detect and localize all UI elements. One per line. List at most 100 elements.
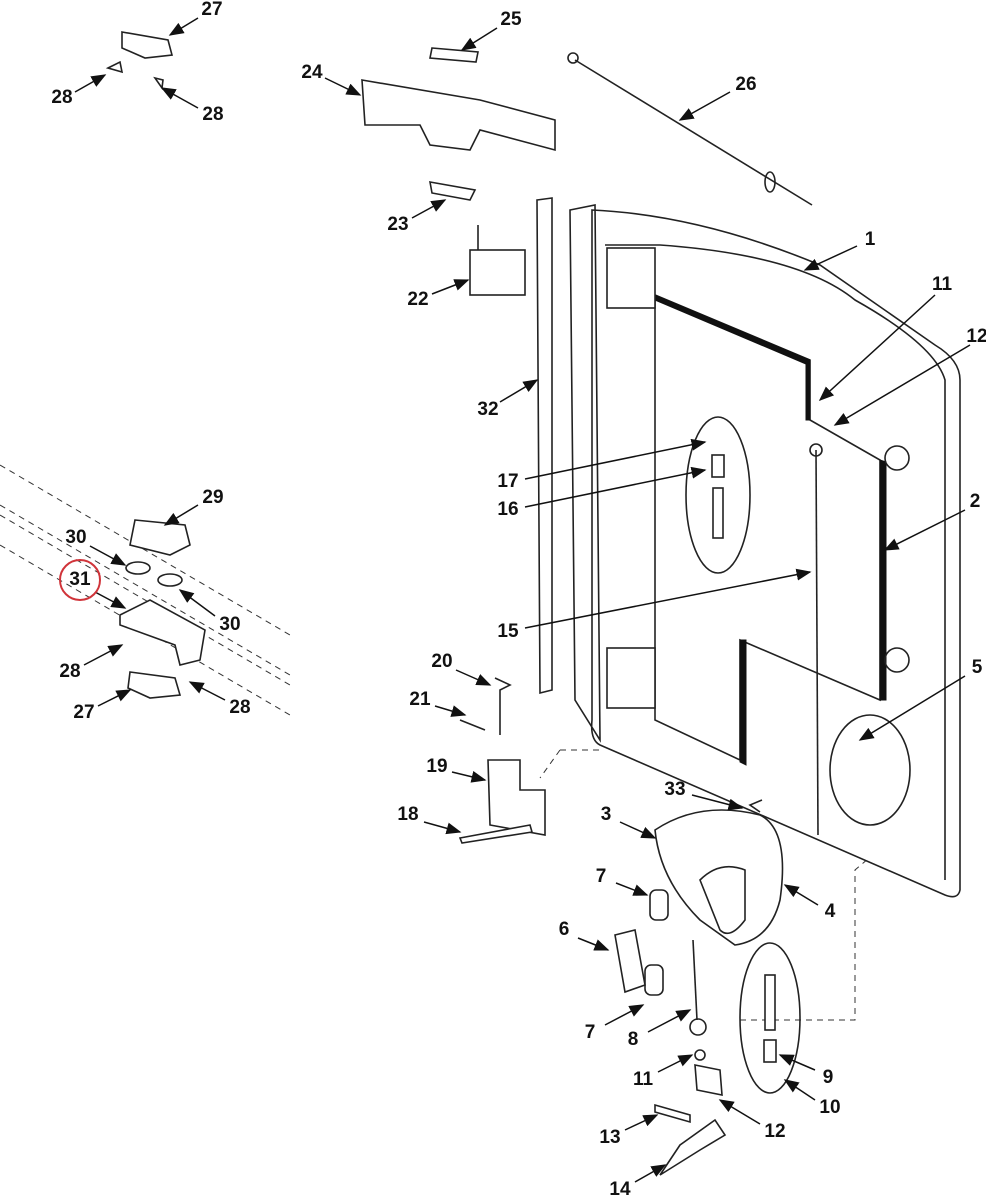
callout-19: 19 — [426, 756, 487, 783]
callout-arrow — [83, 644, 124, 666]
callout-13: 13 — [599, 1114, 659, 1148]
part-number-label: 12 — [764, 1121, 785, 1142]
detail-oval-lower — [739, 942, 801, 1094]
part-number-label: 24 — [301, 62, 323, 83]
part-23 — [429, 181, 477, 201]
pin-detail-lower — [763, 974, 777, 1063]
part-27-lower — [127, 671, 182, 699]
part-number-label: 8 — [628, 1029, 639, 1050]
callout-18: 18 — [397, 804, 462, 835]
callout-arrow — [168, 17, 199, 36]
callout-15: 15 — [497, 568, 812, 642]
callout-arrow — [883, 509, 966, 551]
callout-14: 14 — [609, 1164, 667, 1200]
part-number-label: 28 — [229, 697, 250, 718]
part-number-label: 22 — [407, 289, 428, 310]
part-number-label: 11 — [932, 274, 953, 295]
callout-arrow — [778, 1054, 816, 1071]
callout-24: 24 — [301, 62, 362, 96]
callout-arrow — [803, 245, 858, 271]
part-number-label: 18 — [397, 804, 418, 825]
callout-17: 17 — [497, 438, 707, 492]
callout-arrow — [499, 379, 539, 403]
callout-12: 12 — [833, 326, 986, 426]
callout-12: 12 — [718, 1099, 786, 1142]
clip-28a — [105, 60, 124, 74]
spring-14 — [659, 1118, 727, 1176]
part-number-label: 16 — [497, 499, 518, 520]
part-number-label: 13 — [599, 1127, 620, 1148]
callout-arrow — [657, 1054, 694, 1073]
screw-21 — [459, 719, 486, 731]
callout-arrow — [163, 504, 199, 526]
detail-oval-upper — [685, 416, 751, 574]
callout-arrow — [604, 1004, 645, 1026]
pin-20 — [494, 677, 512, 735]
bumper-7b — [644, 964, 664, 996]
callout-7: 7 — [596, 866, 649, 896]
callout-arrow — [188, 681, 226, 701]
callout-arrow — [434, 705, 467, 717]
callout-9: 9 — [778, 1054, 833, 1088]
callout-arrow — [74, 74, 107, 93]
callout-arrow — [718, 1099, 761, 1125]
pin-detail-upper — [711, 454, 725, 539]
callout-21: 21 — [409, 689, 467, 717]
clip-28b — [153, 76, 164, 91]
callout-33: 33 — [664, 779, 744, 811]
callout-arrow — [524, 568, 812, 629]
callout-arrow — [678, 91, 731, 121]
callout-3: 3 — [601, 804, 657, 839]
rod — [809, 443, 823, 836]
callout-16: 16 — [497, 466, 707, 520]
callout-arrow — [97, 689, 132, 707]
callout-arrow — [89, 545, 127, 566]
callout-28: 28 — [51, 74, 107, 108]
callout-26: 26 — [678, 74, 757, 121]
callout-arrow — [524, 438, 707, 480]
callout-22: 22 — [407, 279, 470, 310]
part-number-label: 19 — [426, 756, 447, 777]
part-number-label: 4 — [825, 901, 836, 922]
callout-arrow — [783, 884, 819, 906]
bracket-12 — [694, 1064, 723, 1096]
callout-arrow — [455, 669, 492, 686]
callout-27: 27 — [73, 689, 132, 723]
part-number-label: 32 — [477, 399, 498, 420]
bumper-7a — [649, 889, 669, 921]
callout-arrow — [423, 821, 462, 835]
callout-31: 31 — [59, 559, 127, 609]
callout-8: 8 — [628, 1009, 692, 1050]
callout-27: 27 — [168, 0, 223, 36]
part-number-label: 10 — [819, 1097, 840, 1118]
callout-28: 28 — [188, 681, 251, 718]
part-number-label: 7 — [585, 1022, 596, 1043]
part-number-label: 21 — [409, 689, 431, 710]
part-18 — [458, 824, 534, 844]
bracket-29 — [129, 519, 191, 556]
callout-20: 20 — [431, 651, 492, 686]
part-number-label: 28 — [202, 104, 223, 125]
part-number-label: 3 — [601, 804, 612, 825]
part-number-label: 29 — [202, 487, 223, 508]
callout-arrow — [691, 794, 744, 811]
part-number-label: 33 — [664, 779, 685, 800]
callout-2: 2 — [883, 491, 981, 551]
callout-arrow — [431, 279, 470, 295]
callout-arrow — [451, 770, 487, 783]
callout-23: 23 — [387, 199, 447, 235]
part-number-label: 17 — [497, 471, 518, 492]
callout-32: 32 — [477, 379, 539, 420]
part-number-label: 23 — [387, 214, 408, 235]
part-number-label: 2 — [970, 491, 981, 512]
door-panel — [569, 204, 961, 898]
part-number-label: 11 — [633, 1069, 654, 1090]
hinge-19 — [487, 759, 546, 836]
part-number-label: 20 — [431, 651, 452, 672]
callout-30: 30 — [178, 589, 241, 635]
part-number-label: 1 — [865, 229, 876, 250]
handle-assembly — [654, 799, 784, 946]
part-number-label: 12 — [966, 326, 986, 347]
